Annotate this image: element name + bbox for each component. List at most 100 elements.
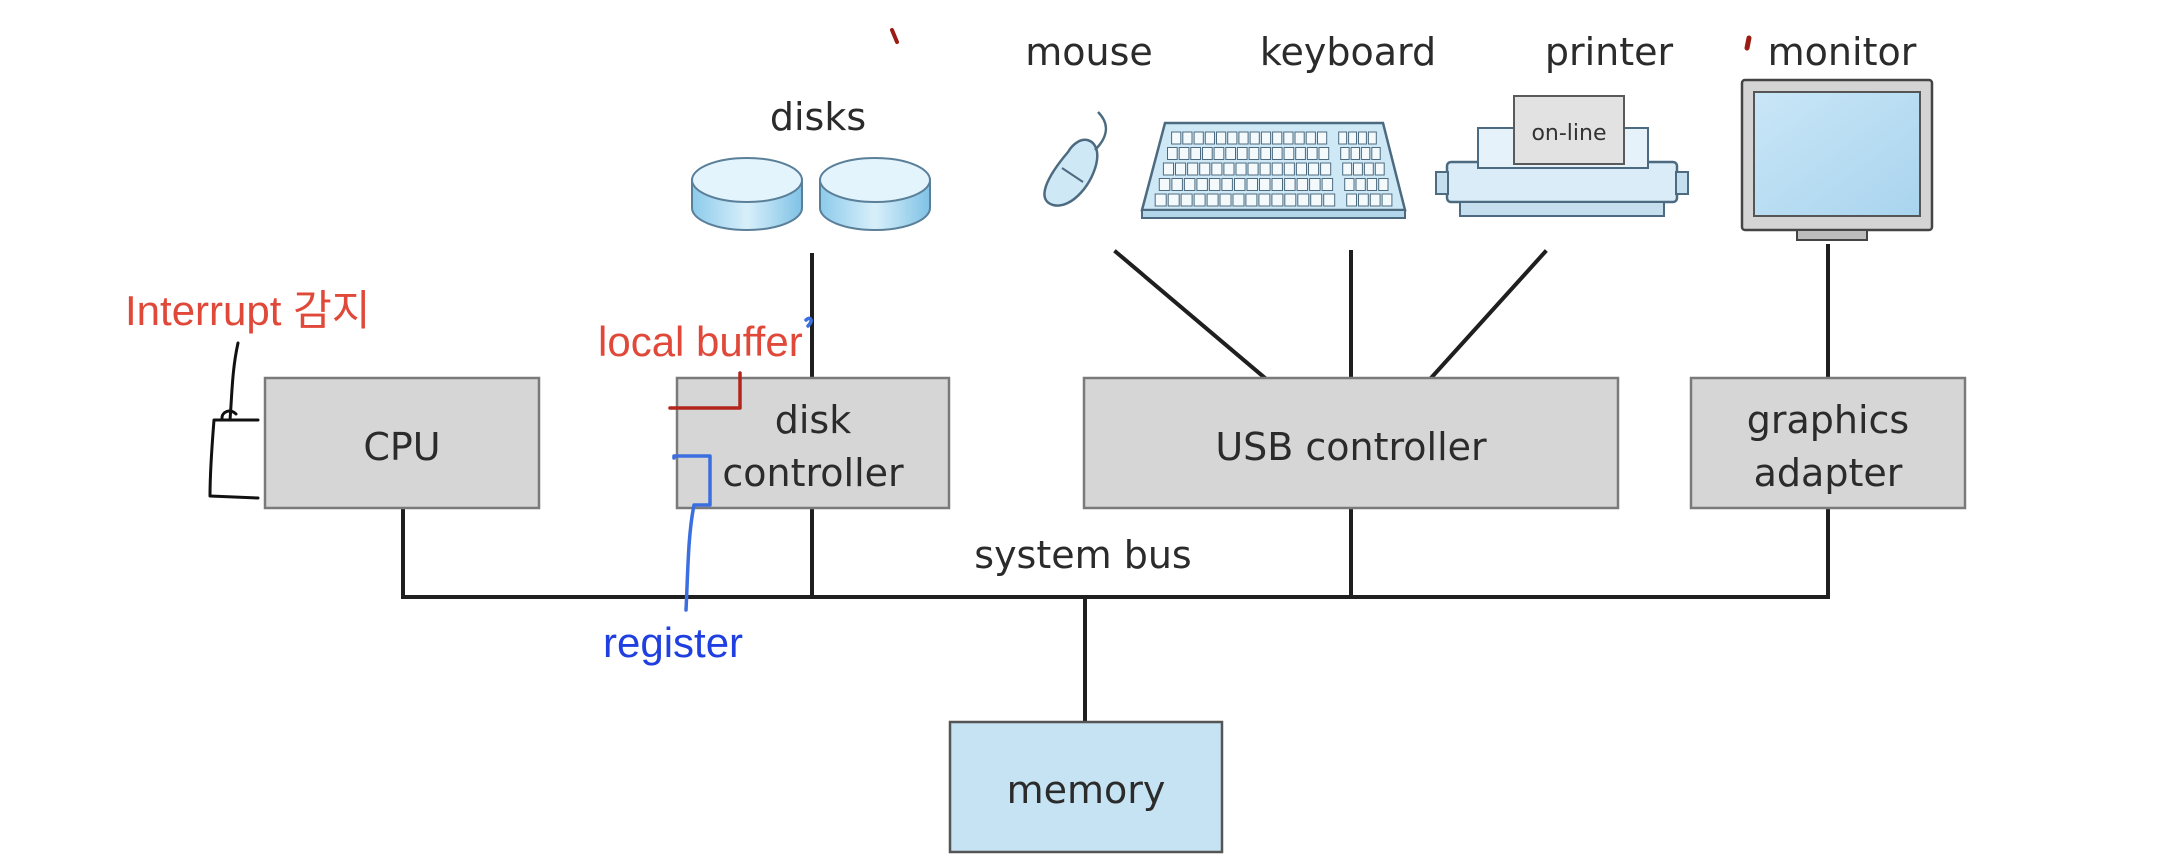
keyboard-key [1190, 147, 1202, 160]
stray-red-mark [890, 28, 899, 44]
printer-status-panel: on-line [1531, 121, 1606, 146]
monitor-label: monitor [1768, 30, 1917, 74]
keyboard-numpad-key [1374, 162, 1385, 176]
keyboard-label: keyboard [1260, 30, 1436, 74]
keyboard-key [1271, 178, 1283, 191]
keyboard-key [1216, 131, 1227, 145]
monitor-icon [1740, 78, 1934, 241]
keyboard-numpad-key [1355, 178, 1366, 191]
keyboard-key [1283, 147, 1295, 160]
keyboard-key [1227, 131, 1238, 145]
stray-red-mark-2 [1744, 35, 1752, 51]
keyboard-icon [1140, 121, 1407, 219]
keyboard-key [1296, 178, 1309, 191]
keyboard-key [1260, 147, 1272, 160]
keyboard-key [1225, 147, 1237, 160]
keyboard-key [1238, 131, 1249, 145]
keyboard-key [1167, 193, 1180, 207]
keyboard-key [1283, 131, 1294, 145]
mouse-cable [1113, 249, 1268, 381]
register-pointer-mark [672, 454, 712, 612]
keyboard-numpad-key [1338, 131, 1348, 145]
keyboard-key [1309, 178, 1321, 191]
keyboard-key [1284, 193, 1297, 207]
keyboard-key [1183, 178, 1196, 191]
keyboard-key [1219, 193, 1232, 207]
keyboard-key [1271, 147, 1283, 160]
keyboard-key [1213, 147, 1225, 160]
keyboard-key [1182, 131, 1193, 145]
keyboard-key [1245, 193, 1258, 207]
memory-label: memory [1007, 768, 1166, 812]
keyboard-key [1271, 193, 1284, 207]
keyboard-key [1171, 178, 1183, 191]
disk-drive-icon [691, 157, 931, 231]
keyboard-key [1235, 162, 1247, 176]
keyboard-numpad-key [1369, 193, 1381, 207]
keyboard-key [1248, 147, 1260, 160]
keyboard-key [1223, 162, 1235, 176]
disk-controller-label-line1: disk [775, 398, 851, 442]
local-buffer-blue-tick [804, 316, 813, 328]
bus-wiring [401, 244, 1830, 724]
keyboard-numpad-key [1371, 147, 1381, 160]
interrupt-bracket-mark [208, 341, 260, 500]
printer-label: printer [1545, 30, 1674, 74]
keyboard-key [1193, 131, 1204, 145]
system-bus-label: system bus [974, 533, 1191, 577]
keyboard-key [1178, 147, 1190, 160]
keyboard-key [1321, 178, 1334, 191]
printer-cable [1428, 249, 1548, 381]
keyboard-key [1175, 162, 1187, 176]
keyboard-key [1193, 193, 1206, 207]
keyboard-key [1232, 193, 1245, 207]
keyboard-key [1259, 178, 1271, 191]
keyboard-key [1283, 162, 1295, 176]
mouse-label: mouse [1025, 30, 1153, 74]
keyboard-key [1162, 162, 1175, 176]
keyboard-key [1297, 193, 1310, 207]
keyboard-numpad-key [1344, 178, 1355, 191]
keyboard-key [1271, 162, 1283, 176]
keyboard-key [1306, 147, 1318, 160]
keyboard-key [1305, 131, 1316, 145]
register-annotation: register [603, 619, 743, 666]
keyboard-numpad-key [1366, 178, 1378, 191]
local-buffer-annotation: local buffer [598, 318, 803, 365]
graphics-adapter-box [1689, 376, 1967, 510]
keyboard-key [1236, 147, 1248, 160]
keyboard-key [1284, 178, 1296, 191]
keyboard-key [1258, 193, 1271, 207]
keyboard-key [1320, 162, 1332, 176]
keyboard-key [1171, 131, 1182, 145]
mouse-icon [1043, 111, 1108, 207]
keyboard-key [1206, 193, 1219, 207]
keyboard-key [1272, 131, 1283, 145]
keyboard-key [1180, 193, 1193, 207]
keyboard-numpad-key [1348, 131, 1357, 145]
keyboard-key [1260, 131, 1272, 145]
keyboard-numpad-key [1358, 131, 1367, 145]
disk-controller-box [675, 376, 951, 510]
keyboard-numpad-key [1378, 178, 1389, 191]
graphics-adapter-label-line1: graphics [1747, 398, 1909, 442]
usb-controller-label: USB controller [1215, 425, 1487, 469]
keyboard-key [1317, 131, 1328, 145]
keyboard-key [1295, 147, 1306, 160]
keyboard-key [1187, 162, 1199, 176]
printer-icon: on-line [1435, 95, 1689, 217]
keyboard-numpad-key [1367, 131, 1377, 145]
cpu-label: CPU [363, 425, 440, 469]
keyboard-key [1211, 162, 1223, 176]
keyboard-key [1323, 193, 1336, 207]
memory-box [948, 720, 1224, 854]
disk-controller-label-line2: controller [722, 451, 904, 495]
keyboard-key [1259, 162, 1271, 176]
keyboard-key [1295, 162, 1308, 176]
keyboard-key [1294, 131, 1305, 145]
keyboard-numpad-key [1340, 147, 1350, 160]
usb-controller-box [1082, 376, 1620, 510]
keyboard-key [1199, 162, 1211, 176]
